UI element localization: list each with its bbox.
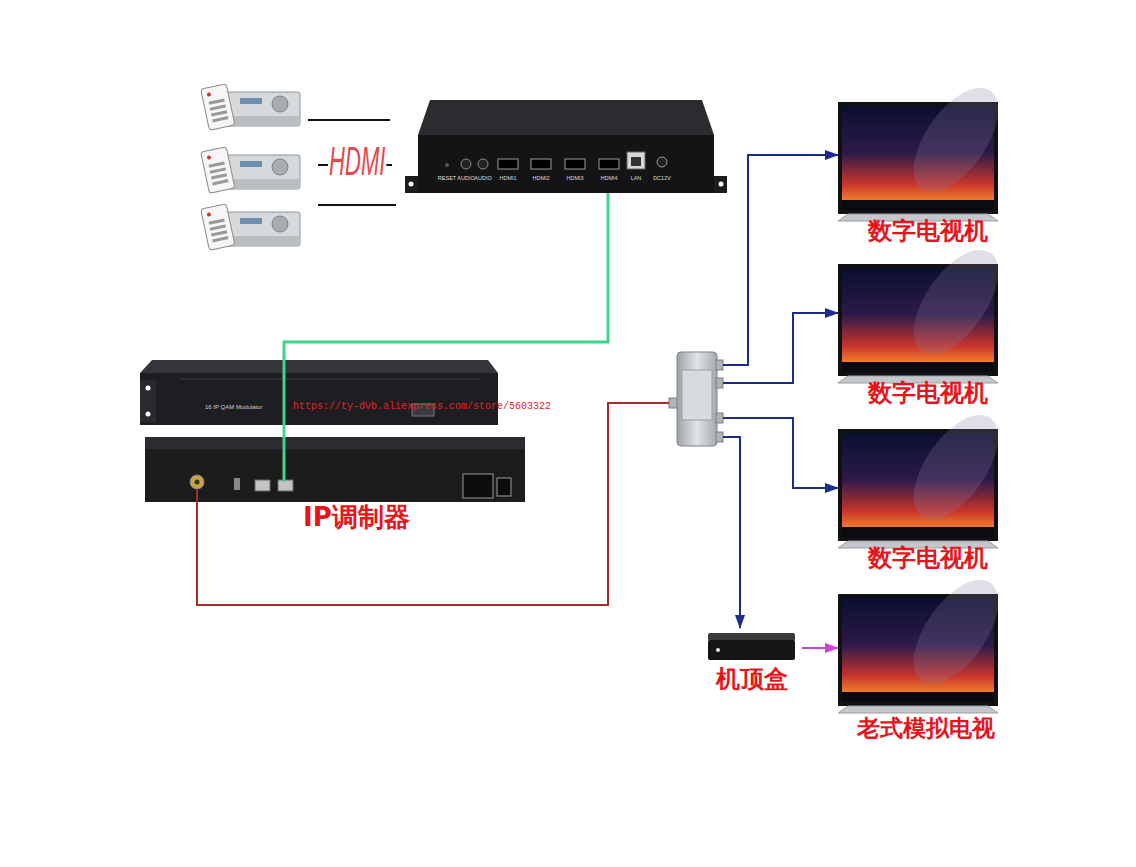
cable-line — [197, 403, 669, 605]
rf-splitter — [669, 352, 723, 446]
device-node: 16 IP QAM ModulatorIP调制器 — [140, 358, 560, 540]
device-node: 老式模拟电视 — [838, 592, 1006, 747]
modulator-front — [140, 360, 498, 425]
hdmi-cables — [308, 120, 396, 205]
device-label: AUDIO — [474, 175, 491, 181]
device-label: 16 IP QAM Modulator — [205, 404, 263, 411]
device-node: 机顶盒 — [700, 628, 802, 700]
encoder-device — [405, 100, 727, 193]
device-label: LAN — [631, 175, 642, 181]
rf-cable — [196, 489, 198, 540]
device-label: DC12V — [653, 175, 671, 181]
cable-line — [197, 403, 669, 605]
watermark: https://ty-dvb.aliexpress.com/store/5603… — [293, 401, 551, 413]
device-label: IP调制器 — [303, 503, 410, 533]
signal-cable — [197, 403, 740, 628]
cable-label: HDMI — [328, 138, 386, 184]
data-cable — [283, 356, 286, 482]
device-label: 机顶盒 — [716, 666, 788, 694]
cable-line — [723, 437, 740, 628]
modulator-back — [145, 437, 525, 502]
signal-cable — [197, 313, 838, 605]
device-node: 数字电视机 — [838, 100, 1006, 250]
satellite-receivers — [201, 84, 300, 250]
device-node: 数字电视机 — [838, 262, 1006, 412]
set-top-box — [708, 633, 795, 660]
cable-line — [723, 155, 838, 365]
device-label: HDMI2 — [532, 175, 549, 181]
device-label: RESET — [438, 175, 456, 181]
cable-line — [284, 193, 608, 358]
device-node: 数字电视机 — [838, 427, 1006, 577]
signal-cable — [197, 155, 838, 605]
device-label: HDMI1 — [499, 175, 516, 181]
device-label: 数字电视机 — [868, 218, 988, 246]
cable-line — [197, 403, 669, 605]
televisions — [838, 74, 1015, 713]
signal-cable — [284, 193, 608, 358]
device-label: AUDIO — [457, 175, 474, 181]
device-label: 老式模拟电视 — [857, 715, 995, 741]
device-label: HDMI3 — [566, 175, 583, 181]
cable-line — [723, 313, 838, 383]
device-label: 数字电视机 — [868, 380, 988, 408]
cable-line — [197, 403, 669, 605]
device-node: RESETAUDIOAUDIOHDMI1HDMI2HDMI3HDMI4LANDC… — [405, 100, 727, 193]
device-label: 数字电视机 — [868, 545, 988, 573]
device-label: HDMI4 — [600, 175, 617, 181]
signal-cable — [197, 403, 838, 605]
cable-line — [802, 647, 838, 649]
signal-cable — [802, 648, 838, 649]
